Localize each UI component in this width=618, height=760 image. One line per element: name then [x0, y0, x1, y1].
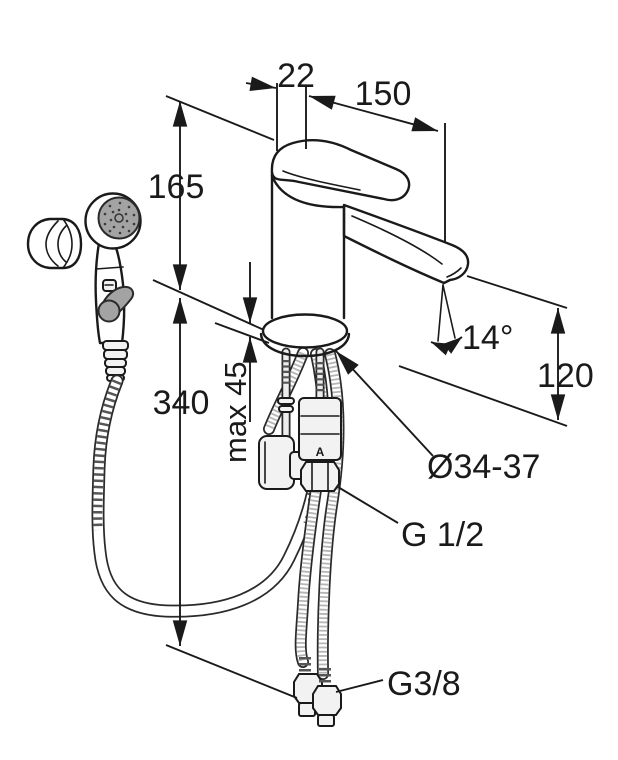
dim-165: 165: [148, 168, 205, 206]
dim-hole-diameter: Ø34-37: [427, 448, 540, 486]
faucet-lever: [270, 139, 411, 202]
dim-g38: G3/8: [387, 665, 461, 703]
dim-22: 22: [277, 57, 315, 95]
dim-g12: G 1/2: [401, 516, 484, 554]
hose-coupling-ribs: [102, 340, 129, 382]
dim-340: 340: [153, 384, 210, 422]
valve-body: [298, 397, 342, 461]
dim-max45: max 45: [218, 361, 253, 463]
dim-150: 150: [355, 75, 412, 113]
dim-120: 120: [537, 357, 594, 395]
dimension-annotations: 22 150 165 340 max 45 14° 120 Ø34-37: [148, 57, 594, 703]
faucet-spout: [342, 203, 470, 285]
valve-assembly: A: [298, 347, 342, 492]
hand-shower: [84, 192, 142, 382]
g38-connectors: [293, 657, 342, 727]
g12-nut: [300, 461, 340, 492]
wall-bracket: [26, 217, 83, 270]
shower-hose: [91, 374, 320, 618]
faucet: [259, 139, 470, 358]
spray-nozzles: [103, 201, 136, 235]
faucet-body-fill: [272, 172, 344, 318]
base-flange: [261, 313, 349, 349]
dim-14deg: 14°: [462, 319, 513, 357]
valve-marker-label: A: [316, 445, 325, 459]
